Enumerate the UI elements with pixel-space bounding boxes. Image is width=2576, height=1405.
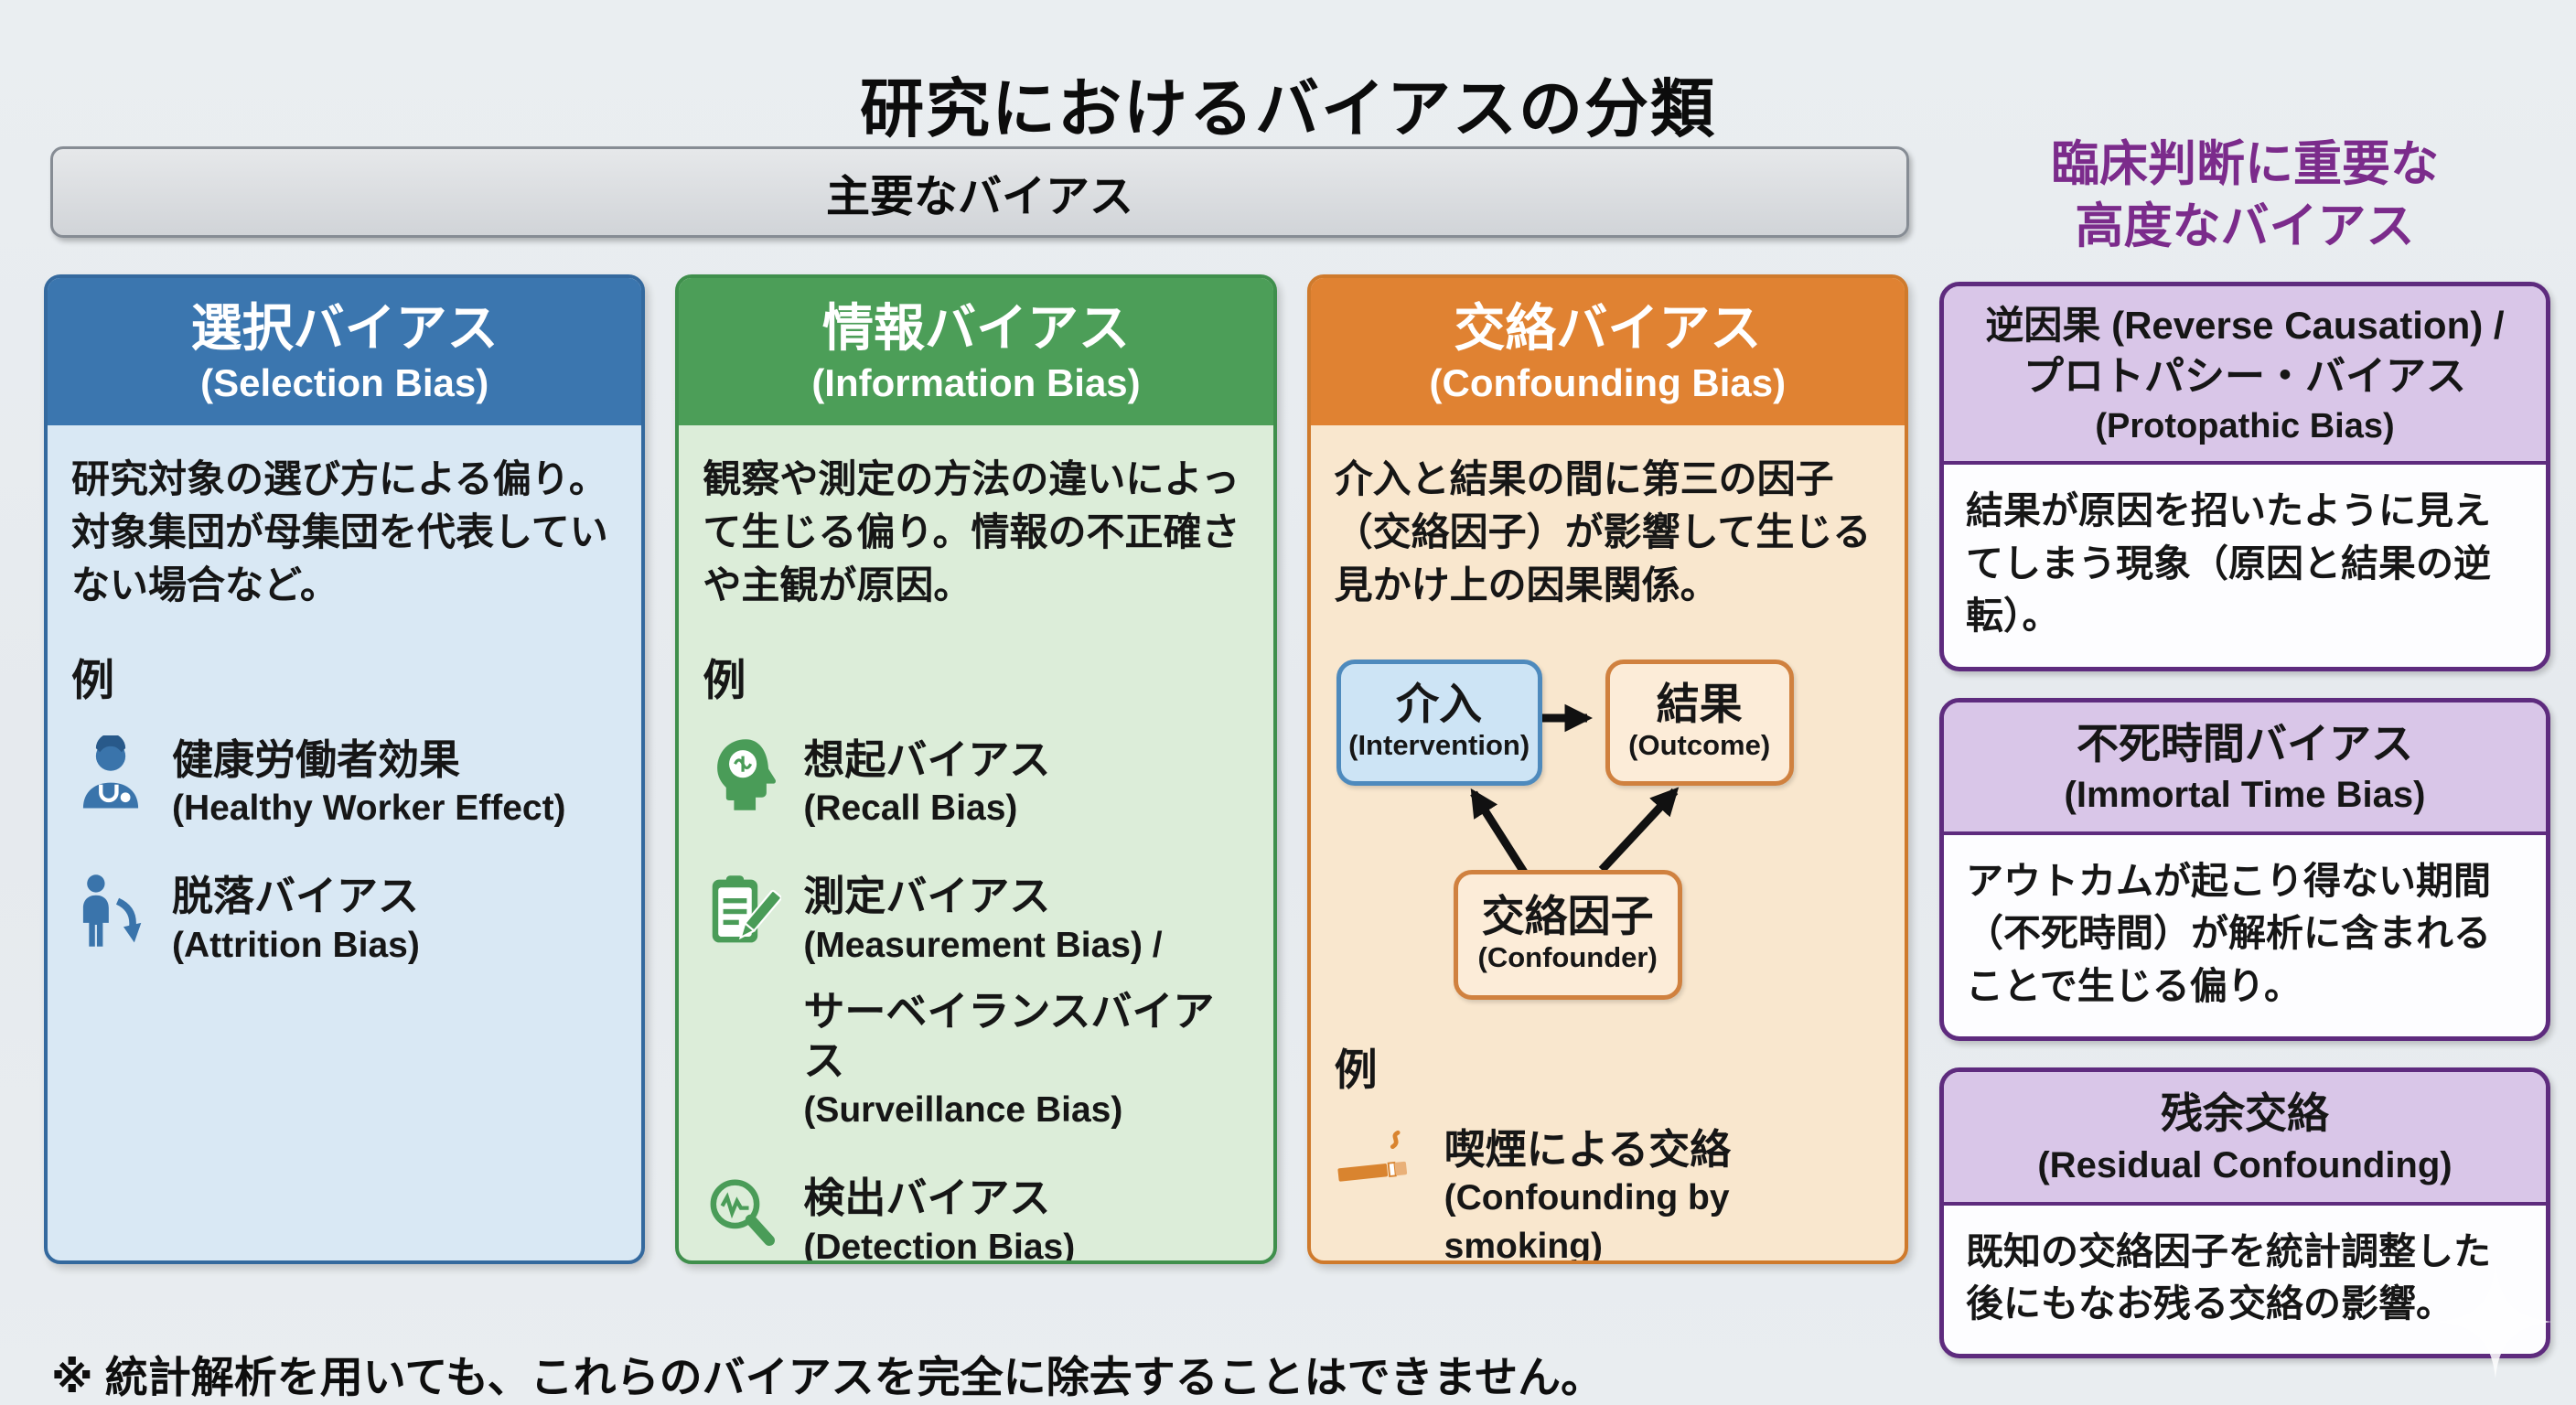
example-recall: 想起バイアス (Recall Bias): [703, 735, 1249, 834]
sparkle-icon: [2437, 1263, 2554, 1385]
box-header-line: プロトパシー・バイアス: [2023, 354, 2466, 400]
residual-confounding-box: 残余交絡 (Residual Confounding) 既知の交絡因子を統計調整…: [1939, 1067, 2550, 1359]
box-header-line: (Immortal Time Bias): [2064, 775, 2426, 816]
major-bias-banner-label: 主要なバイアス: [825, 173, 1133, 221]
example-name-ja: 想起バイアス: [803, 735, 1051, 783]
example-healthy-worker: 健康労働者効果 (Healthy Worker Effect): [71, 733, 617, 834]
brain-head-icon: [703, 735, 781, 819]
confounding-bias-title-en: (Confounding Bias): [1429, 361, 1787, 405]
example-name-en: (Confounding by smoking): [1444, 1178, 1730, 1264]
example-text: 検出バイアス (Detection Bias): [803, 1174, 1076, 1264]
example-detection: 検出バイアス (Detection Bias): [703, 1174, 1249, 1264]
residual-confounding-description: 既知の交絡因子を統計調整した後にもなお残る交絡の影響。: [1966, 1229, 2491, 1325]
information-bias-description: 観察や測定の方法の違いによって生じる偏り。情報の不正確さや主観が原因。: [703, 456, 1240, 606]
example-name-en: (Attrition Bias): [172, 925, 420, 965]
selection-bias-card: 選択バイアス (Selection Bias) 研究対象の選び方による偏り。対象…: [44, 274, 646, 1264]
example-surveillance: サーベイランスバイアス (Surveillance Bias): [803, 987, 1249, 1135]
immortal-time-description: アウトカムが起こり得ない期間（不死時間）が解析に含まれることで生じる偏り。: [1966, 860, 2491, 1007]
example-text: 脱落バイアス (Attrition Bias): [172, 872, 420, 971]
reverse-causation-header: 逆因果 (Reverse Causation) / プロトパシー・バイアス (P…: [1944, 285, 2546, 466]
residual-confounding-header: 残余交絡 (Residual Confounding): [1944, 1072, 2546, 1206]
example-name-ja: 喫煙による交絡: [1444, 1125, 1732, 1173]
clipboard-pencil-icon: [703, 872, 783, 955]
example-name-ja: 健康労働者効果: [172, 735, 461, 783]
box-header-line: 残余交絡: [2161, 1089, 2329, 1138]
example-name-en: (Healthy Worker Effect): [172, 788, 566, 829]
cigarette-icon: [1335, 1125, 1422, 1201]
major-bias-banner: 主要なバイアス: [50, 146, 1909, 238]
information-bias-title-ja: 情報バイアス: [821, 299, 1130, 357]
selection-bias-title-en: (Selection Bias): [200, 361, 489, 405]
information-examples-label: 例: [703, 655, 746, 704]
box-header-line: 逆因果 (Reverse Causation) /: [1985, 303, 2505, 347]
confounding-examples-label: 例: [1334, 1045, 1378, 1094]
selection-bias-body: 研究対象の選び方による偏り。対象集団が母集団を代表していない場合など。 例: [48, 425, 641, 1260]
example-name-ja: 脱落バイアス: [172, 873, 420, 920]
selection-bias-description: 研究対象の選び方による偏り。対象集団が母集団を代表していない場合など。: [71, 456, 608, 606]
confounding-bias-title-ja: 交絡バイアス: [1454, 299, 1762, 357]
outcome-node: 結果 (Outcome): [1605, 659, 1794, 786]
immortal-time-header: 不死時間バイアス (Immortal Time Bias): [1944, 702, 2546, 836]
example-name-en: (Detection Bias): [803, 1227, 1076, 1264]
advanced-title-line2: 高度なバイアス: [2075, 198, 2415, 253]
advanced-panel-title: 臨床判断に重要な 高度なバイアス: [1939, 134, 2550, 258]
immortal-time-box: 不死時間バイアス (Immortal Time Bias) アウトカムが起こり得…: [1939, 697, 2550, 1042]
example-name-en: (Surveillance Bias): [803, 1090, 1123, 1131]
example-text: 健康労働者効果 (Healthy Worker Effect): [172, 735, 566, 834]
box-header-line: (Protopathic Bias): [2095, 407, 2395, 446]
confounder-label-ja: 交絡因子: [1481, 891, 1654, 940]
information-bias-title-en: (Information Bias): [811, 361, 1141, 405]
example-name-ja: サーベイランスバイアス: [803, 987, 1215, 1085]
example-name-en: (Measurement Bias) /: [803, 925, 1163, 965]
example-text: 喫煙による交絡 (Confounding by smoking): [1444, 1125, 1881, 1264]
confounder-node: 交絡因子 (Confounder): [1453, 869, 1682, 1000]
confounding-bias-header: 交絡バイアス (Confounding Bias): [1310, 278, 1905, 425]
outcome-label-en: (Outcome): [1628, 729, 1771, 762]
example-text: 想起バイアス (Recall Bias): [803, 735, 1050, 834]
selection-examples-label: 例: [71, 655, 114, 704]
example-text: 測定バイアス (Measurement Bias) /: [803, 872, 1162, 971]
footnote: ※ 統計解析を用いても、これらのバイアスを完全に除去することはできません。: [51, 1353, 1605, 1401]
information-bias-card: 情報バイアス (Information Bias) 観察や測定の方法の違いによっ…: [675, 274, 1277, 1264]
reverse-causation-description: 結果が原因を招いたように見えてしまう現象（原因と結果の逆転）。: [1966, 489, 2491, 638]
example-smoking: 喫煙による交絡 (Confounding by smoking): [1335, 1125, 1881, 1264]
diagram-arrows: [1469, 703, 1679, 875]
box-header-line: (Residual Confounding): [2037, 1144, 2453, 1185]
intervention-node: 介入 (Intervention): [1336, 659, 1542, 786]
doctor-icon: [71, 733, 150, 819]
selection-bias-header: 選択バイアス (Selection Bias): [48, 278, 642, 425]
information-bias-body: 観察や測定の方法の違いによって生じる偏り。情報の不正確さや主観が原因。 例 想起…: [679, 425, 1272, 1264]
confounder-label-en: (Confounder): [1477, 941, 1658, 974]
example-name-en: (Recall Bias): [803, 788, 1018, 829]
example-name-ja: 測定バイアス: [803, 873, 1051, 920]
magnifier-wave-icon: [703, 1174, 781, 1257]
example-attrition: 脱落バイアス (Attrition Bias): [71, 872, 617, 971]
reverse-causation-box: 逆因果 (Reverse Causation) / プロトパシー・バイアス (P…: [1939, 281, 2550, 671]
example-name-ja: 検出バイアス: [803, 1174, 1051, 1222]
example-measurement: 測定バイアス (Measurement Bias) /: [703, 872, 1249, 971]
person-dropout-icon: [71, 872, 150, 955]
page-title: 研究におけるバイアスの分類: [860, 72, 1716, 145]
confounding-bias-description: 介入と結果の間に第三の因子（交絡因子）が影響して生じる見かけ上の因果関係。: [1334, 456, 1872, 606]
intervention-label-en: (Intervention): [1348, 729, 1530, 762]
confounding-diagram: 介入 (Intervention) 結果 (Outcome) 交絡因子 (Con…: [1335, 645, 1881, 1013]
selection-bias-title-ja: 選択バイアス: [190, 299, 499, 357]
outcome-label-ja: 結果: [1656, 679, 1743, 728]
information-bias-header: 情報バイアス (Information Bias): [679, 278, 1273, 425]
confounding-bias-card: 交絡バイアス (Confounding Bias) 介入と結果の間に第三の因子（…: [1306, 274, 1908, 1264]
intervention-label-ja: 介入: [1396, 679, 1483, 728]
advanced-bias-panel: 臨床判断に重要な 高度なバイアス 逆因果 (Reverse Causation)…: [1939, 134, 2550, 1385]
box-header-line: 不死時間バイアス: [2077, 719, 2413, 767]
major-bias-columns: 選択バイアス (Selection Bias) 研究対象の選び方による偏り。対象…: [44, 274, 1908, 1264]
advanced-title-line1: 臨床判断に重要な: [2051, 137, 2439, 191]
confounding-bias-body: 介入と結果の間に第三の因子（交絡因子）が影響して生じる見かけ上の因果関係。: [1311, 425, 1905, 1264]
